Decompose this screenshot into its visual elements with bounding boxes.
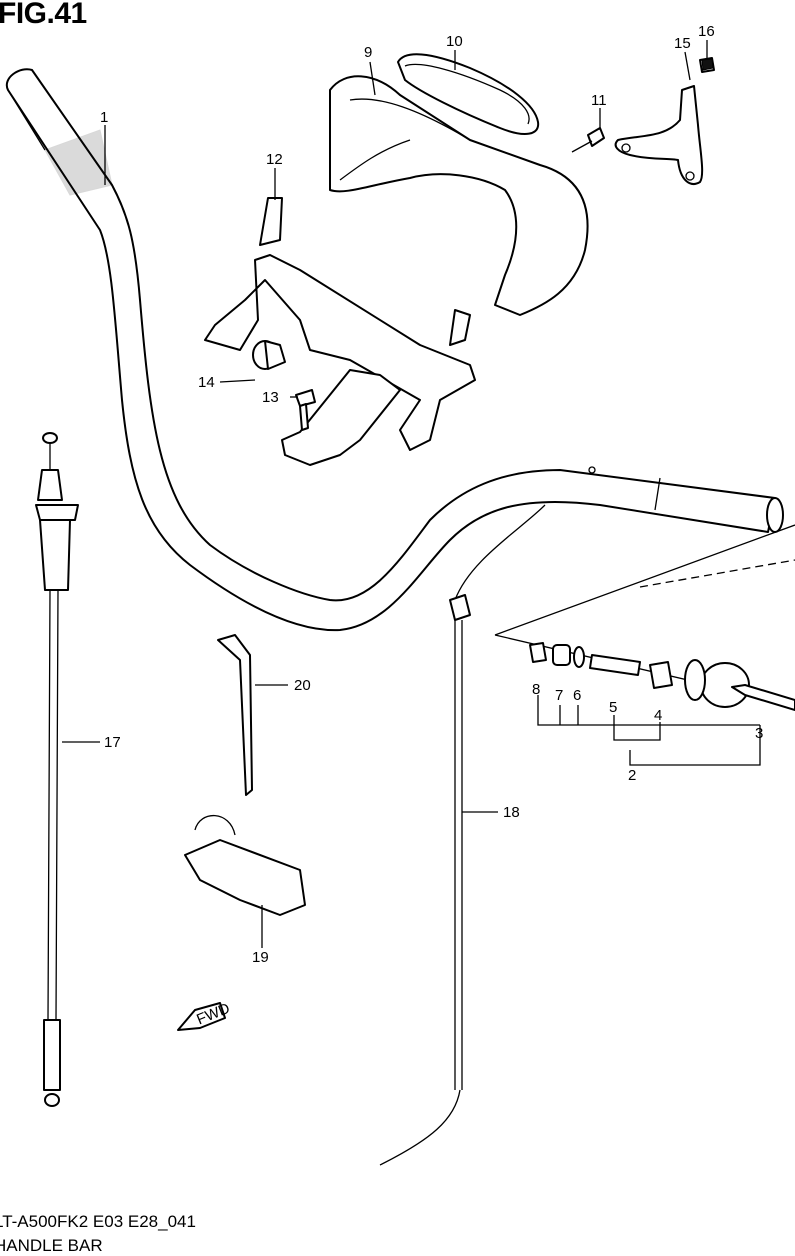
part-label-20: 20 (294, 677, 311, 694)
cable-18[interactable] (379, 504, 546, 1166)
arrow-left-icon (177, 1002, 226, 1031)
bracket-plate[interactable] (281, 369, 401, 466)
bracket-12[interactable] (204, 197, 476, 451)
bolt-13[interactable] (295, 389, 316, 431)
part-label-1: 1 (100, 109, 108, 126)
screw-11[interactable] (571, 127, 605, 153)
cushion-4[interactable] (649, 661, 673, 689)
diagram-caption: HANDLE BAR (0, 1236, 103, 1255)
meter-lens[interactable] (397, 53, 540, 135)
bolt-16[interactable] (699, 57, 715, 73)
part-label-7: 7 (555, 687, 563, 704)
washer-6[interactable] (573, 646, 585, 668)
model-code: LT-A500FK2 E03 E28_041 (0, 1212, 196, 1231)
bracket-15[interactable] (614, 85, 704, 185)
part-label-4: 4 (654, 707, 662, 724)
spacer-7[interactable] (552, 644, 571, 666)
part-label-10: 10 (446, 33, 463, 50)
bolt-3[interactable] (731, 684, 795, 711)
part-label-13: 13 (262, 389, 279, 406)
fwd-marker: FWD (177, 1000, 232, 1031)
part-label-16: 16 (698, 23, 715, 40)
fwd-text: FWD (194, 1000, 232, 1029)
clamp-19[interactable] (184, 814, 306, 916)
leader-lines (62, 40, 761, 948)
balancer-weight[interactable] (684, 659, 750, 708)
handlebar[interactable] (5, 68, 784, 632)
part-label-9: 9 (364, 44, 372, 61)
part-label-2: 2 (628, 767, 636, 784)
part-label-8: 8 (532, 681, 540, 698)
perspective-guides (494, 524, 795, 706)
part-label-12: 12 (266, 151, 283, 168)
cable-17[interactable] (35, 432, 79, 1107)
part-label-6: 6 (573, 687, 581, 704)
part-label-19: 19 (252, 949, 269, 966)
figure-title: FIG.41 (0, 0, 87, 30)
part-label-3: 3 (755, 725, 763, 742)
part-label-5: 5 (609, 699, 617, 716)
collar-14[interactable] (252, 340, 286, 370)
part-label-15: 15 (674, 35, 691, 52)
cable-tie-20[interactable] (217, 634, 253, 796)
part-label-17: 17 (104, 734, 121, 751)
part-label-14: 14 (198, 374, 215, 391)
part-label-11: 11 (591, 92, 607, 109)
handlebar-cover[interactable] (329, 75, 589, 316)
nut-8[interactable] (529, 642, 547, 663)
part-label-18: 18 (503, 804, 520, 821)
part-labels: 1 2 3 4 5 6 7 8 9 10 11 12 13 14 15 16 1… (100, 23, 763, 966)
rod-5[interactable] (589, 654, 641, 676)
